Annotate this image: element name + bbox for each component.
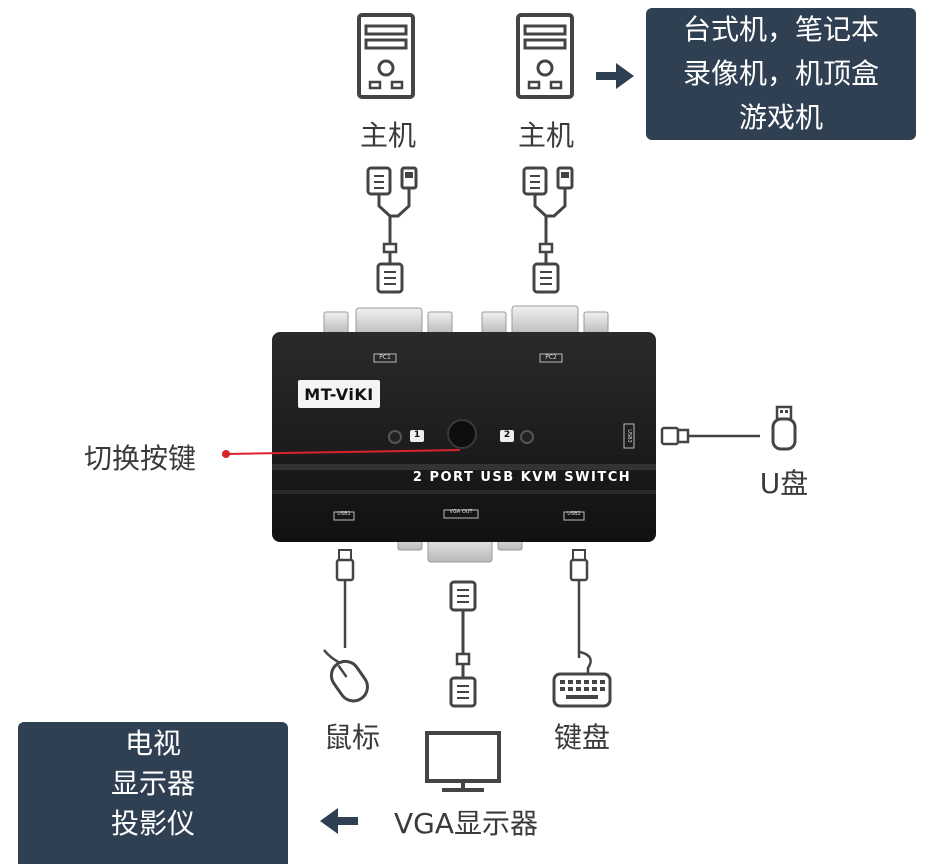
output-devices-box: 电视 显示器 投影仪 bbox=[18, 722, 288, 864]
device-port-pc2: PC2 bbox=[545, 354, 557, 361]
switch-button-label: 切换按键 bbox=[83, 442, 196, 475]
source-line-3: 游戏机 bbox=[738, 101, 823, 134]
device-led-2-label: 2 bbox=[503, 430, 511, 440]
vga-usb-cable-icon-right bbox=[522, 166, 574, 294]
host-label-right: 主机 bbox=[517, 119, 574, 152]
source-line-1: 台式机，笔记本 bbox=[682, 13, 879, 46]
usb-drive-icon bbox=[771, 405, 797, 451]
usb-cable-mouse bbox=[335, 549, 355, 648]
output-line-2: 显示器 bbox=[110, 767, 195, 800]
vga-cable-bottom bbox=[449, 580, 477, 708]
arrow-left-icon bbox=[320, 808, 358, 834]
switch-button[interactable] bbox=[448, 420, 476, 448]
kvm-switch-device bbox=[272, 305, 656, 563]
source-line-2: 录像机，机顶盒 bbox=[682, 57, 879, 90]
device-brand-logo: MT-ViKI bbox=[304, 385, 374, 404]
vga-display-label: VGA显示器 bbox=[393, 807, 538, 840]
monitor-icon bbox=[425, 731, 501, 792]
usb-cable-right bbox=[660, 426, 760, 446]
device-led-1-label: 1 bbox=[413, 430, 421, 440]
usb-cable-keyboard bbox=[569, 549, 589, 658]
device-port-usb3: USB3 bbox=[626, 429, 632, 443]
switch-pointer-line bbox=[222, 449, 461, 458]
arrow-right-icon bbox=[596, 63, 634, 89]
mouse-label: 鼠标 bbox=[323, 721, 380, 754]
pc-tower-icon-left bbox=[357, 13, 415, 99]
device-port-usb1: USB1 bbox=[337, 511, 351, 517]
mouse-icon bbox=[323, 649, 369, 703]
output-line-3: 投影仪 bbox=[110, 807, 195, 840]
output-line-1: 电视 bbox=[124, 727, 181, 760]
keyboard-icon bbox=[552, 650, 612, 708]
source-devices-box: 台式机，笔记本 录像机，机顶盒 游戏机 bbox=[646, 8, 916, 140]
pc-tower-icon-right bbox=[516, 13, 574, 99]
keyboard-label: 键盘 bbox=[553, 721, 610, 754]
device-port-usb2: USB2 bbox=[567, 511, 581, 517]
vga-usb-cable-icon-left bbox=[366, 166, 418, 294]
device-port-vga-out: VGA OUT bbox=[449, 509, 473, 515]
device-port-pc1: PC1 bbox=[379, 354, 391, 361]
device-title: 2 PORT USB KVM SWITCH bbox=[412, 470, 632, 485]
usb-drive-label: U盘 bbox=[759, 467, 809, 500]
host-label-left: 主机 bbox=[359, 119, 416, 152]
